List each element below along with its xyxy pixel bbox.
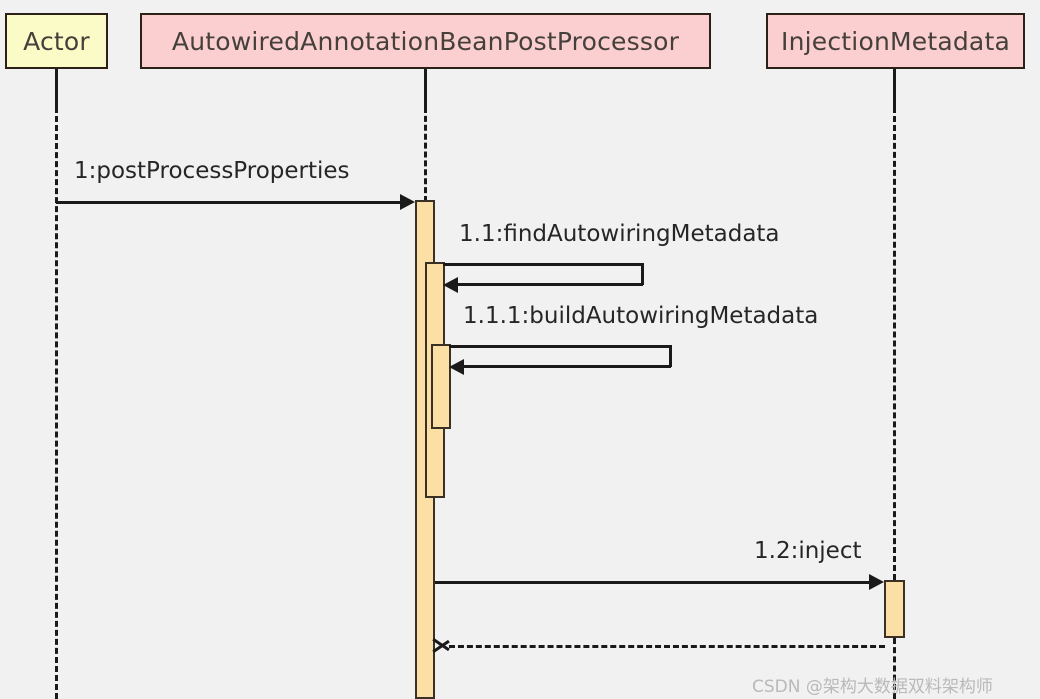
message-label-1-2: 1.2:inject bbox=[754, 538, 862, 564]
message-arrowhead-1 bbox=[400, 194, 415, 210]
activation-bar-injection-metadata bbox=[884, 580, 905, 638]
message-line-1-1-top bbox=[443, 263, 643, 266]
message-line-1-1-1-bottom bbox=[461, 365, 671, 368]
message-label-1-1-1: 1.1.1:buildAutowiringMetadata bbox=[463, 303, 819, 329]
message-label-1: 1:postProcessProperties bbox=[74, 158, 350, 184]
message-arrowhead-1-1 bbox=[443, 277, 458, 293]
message-arrowhead-1-2 bbox=[869, 574, 884, 590]
lifeline-stub-injection-metadata bbox=[893, 69, 896, 107]
participant-label-actor: Actor bbox=[23, 26, 90, 56]
participant-box-post-processor[interactable]: AutowiredAnnotationBeanPostProcessor bbox=[140, 13, 711, 69]
participant-label-injection-metadata: InjectionMetadata bbox=[781, 26, 1010, 56]
lifeline-stub-actor bbox=[55, 69, 58, 107]
lifeline-injection-metadata bbox=[893, 107, 896, 580]
activation-bar-post-processor-nested-2 bbox=[431, 344, 451, 429]
participant-box-actor[interactable]: Actor bbox=[5, 13, 108, 69]
message-line-1-1-1-top bbox=[449, 345, 671, 348]
lifeline-post-processor bbox=[424, 107, 427, 202]
participant-label-post-processor: AutowiredAnnotationBeanPostProcessor bbox=[171, 26, 680, 56]
participant-box-injection-metadata[interactable]: InjectionMetadata bbox=[766, 13, 1025, 69]
message-line-1-1-right bbox=[641, 263, 644, 285]
lifeline-actor bbox=[55, 107, 58, 699]
message-arrowhead-1-1-1 bbox=[449, 359, 464, 375]
message-line-1-1-1-right bbox=[669, 345, 672, 367]
message-label-1-1: 1.1:findAutowiringMetadata bbox=[459, 221, 780, 247]
lifeline-injection-metadata-tail bbox=[893, 638, 896, 699]
watermark-text: CSDN @架构大数据双料架构师 bbox=[752, 677, 993, 697]
return-message-line bbox=[449, 645, 885, 648]
return-message-arrowhead bbox=[434, 636, 451, 655]
message-line-1-2 bbox=[435, 581, 870, 584]
message-line-1-1-bottom bbox=[455, 283, 643, 286]
message-line-1 bbox=[56, 201, 401, 204]
lifeline-stub-post-processor bbox=[424, 69, 427, 107]
